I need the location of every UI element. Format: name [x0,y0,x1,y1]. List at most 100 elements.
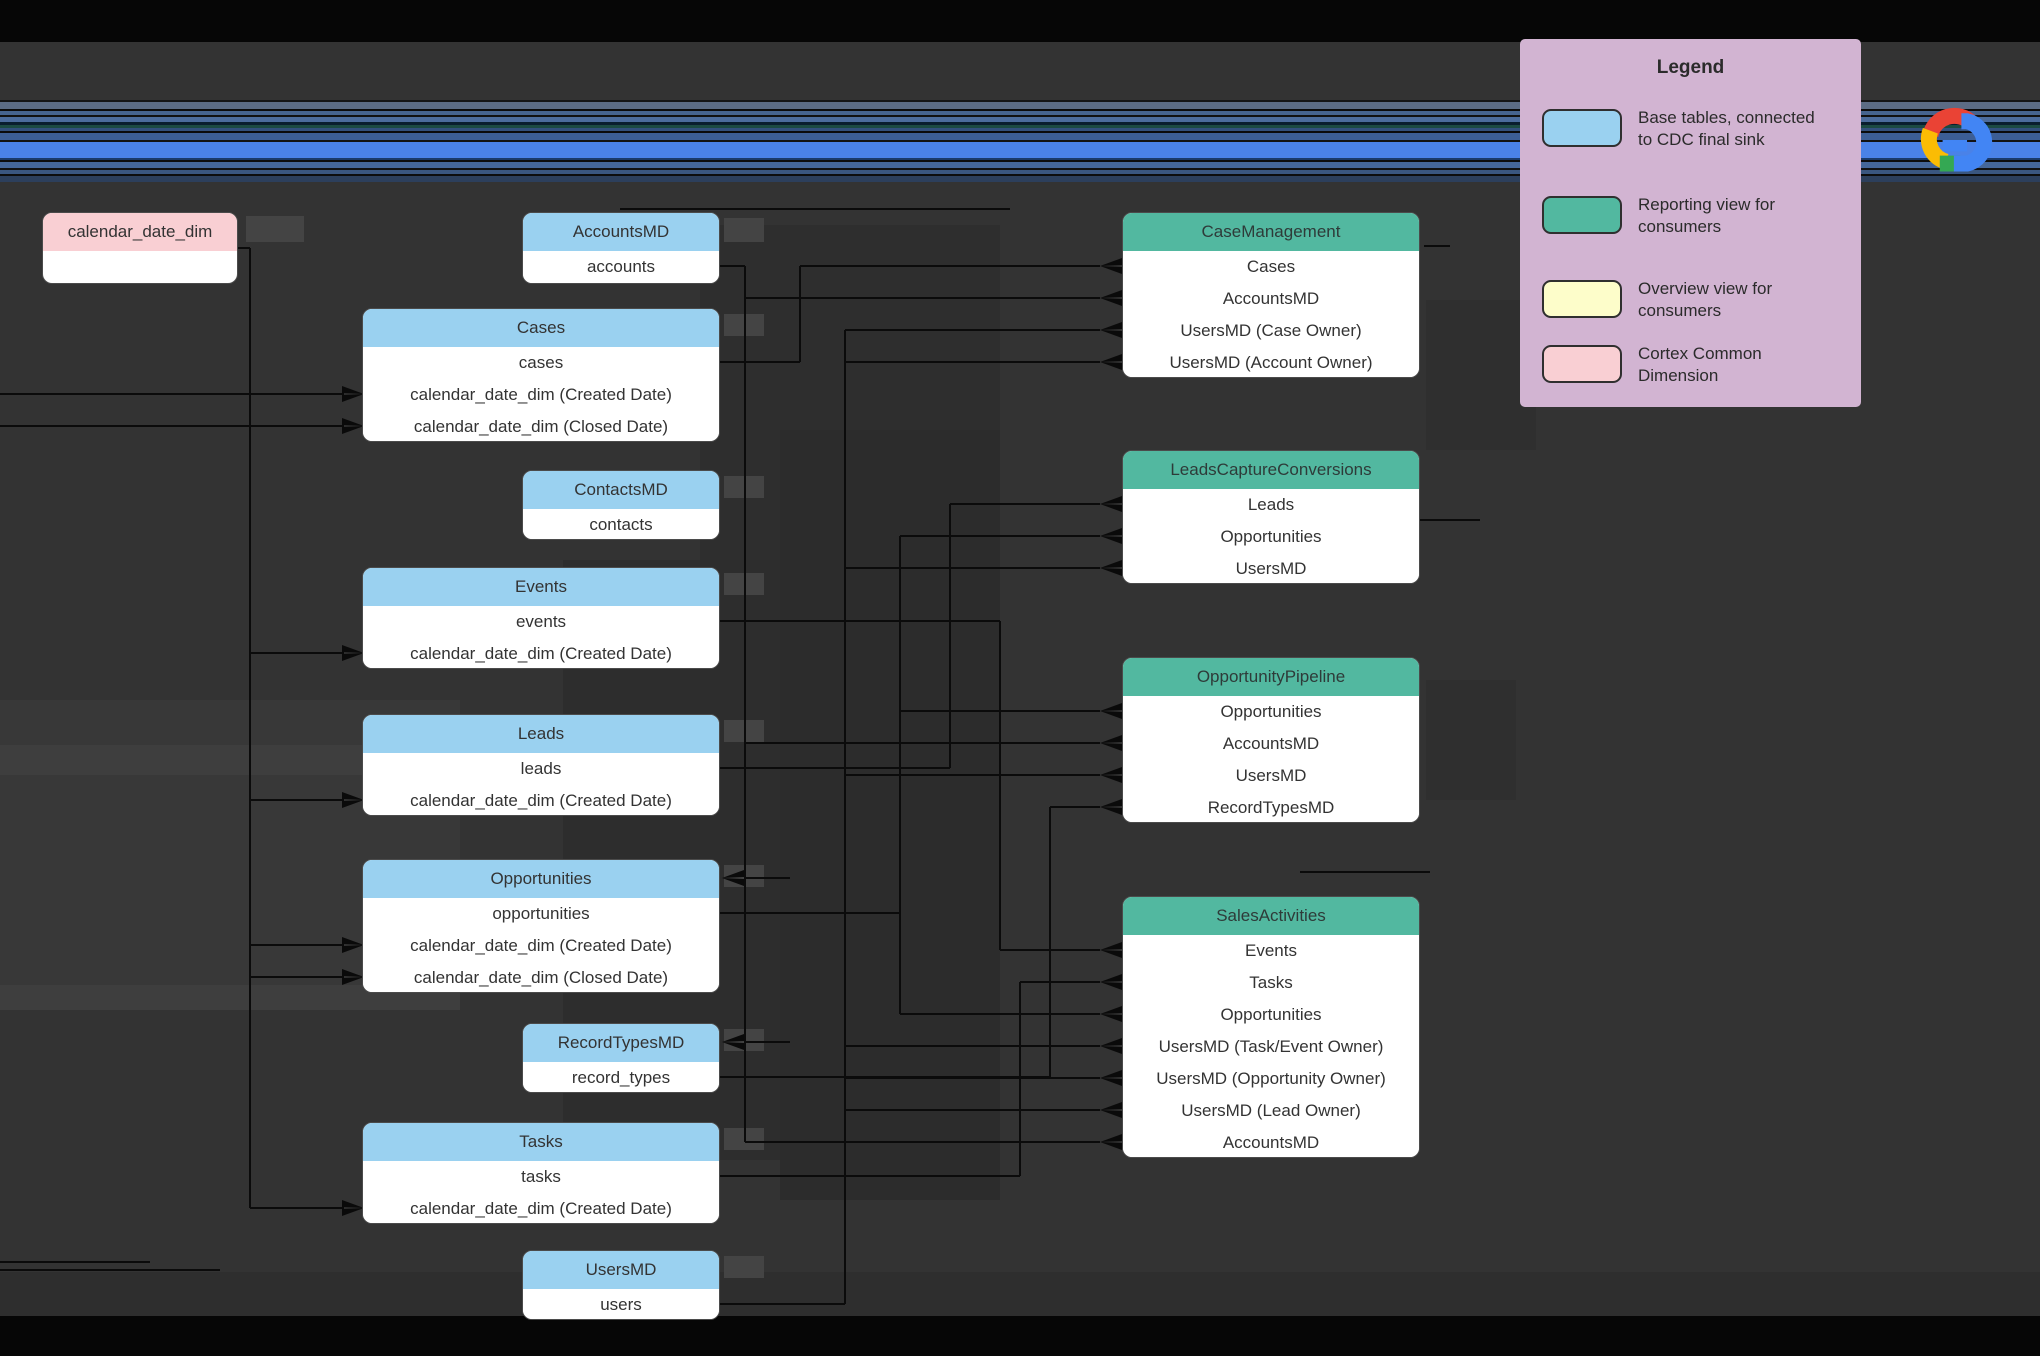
table-title: SalesActivities [1123,897,1419,935]
table-row: Opportunities [1123,696,1419,728]
table-row: RecordTypesMD [1123,792,1419,822]
connector-line [899,536,901,1014]
table-row: record_types [523,1062,719,1092]
connector-line [845,1109,1100,1111]
table-calendar_date_dim[interactable]: calendar_date_dim [42,212,238,284]
legend-title: Legend [1656,57,1725,78]
arrowhead-left-icon [1100,1006,1122,1022]
redaction-artifact [1426,300,1536,450]
connector-line [720,1076,1050,1078]
connector-line [845,1045,1100,1047]
table-row: AccountsMD [1123,283,1419,315]
connector-line [900,1013,1100,1015]
table-row: calendar_date_dim (Created Date) [363,930,719,962]
legend[interactable]: Legend Base tables, connected to CDC fin… [1520,39,1861,407]
connector-line [720,767,950,769]
connector-line [744,1041,790,1043]
legend-swatch-base [1542,109,1622,147]
arrowhead-right-icon [342,937,364,953]
table-row: calendar_date_dim (Created Date) [363,1193,719,1223]
table-title: Opportunities [363,860,719,898]
connector-line [720,1303,845,1305]
table-title: Tasks [363,1123,719,1161]
connector-line [745,1141,1100,1143]
table-row: AccountsMD [1123,1127,1419,1157]
connector-line [250,799,344,801]
table-row: AccountsMD [1123,728,1419,760]
table-title: Events [363,568,719,606]
connector-line [1049,807,1051,1077]
arrowhead-left-icon [1100,496,1122,512]
connector-line [845,774,1100,776]
connector-line [745,297,1100,299]
table-row: leads [363,753,719,785]
arrowhead-left-icon [1100,528,1122,544]
arrowhead-right-icon [342,1200,364,1216]
table-row: Cases [1123,251,1419,283]
connector-line [0,1261,150,1263]
arrowhead-right-icon [342,792,364,808]
arrowhead-left-icon [1100,322,1122,338]
table-title: LeadsCaptureConversions [1123,451,1419,489]
legend-swatch-view [1542,196,1622,234]
redaction-artifact [780,430,1000,1200]
table-title: UsersMD [523,1251,719,1289]
table-row: UsersMD [1123,553,1419,583]
table-row: UsersMD (Lead Owner) [1123,1095,1419,1127]
arrowhead-left-icon [1100,767,1122,783]
connector-line [250,944,344,946]
connector-line [250,976,344,978]
connector-line [0,393,344,395]
connector-line [799,266,801,362]
arrowhead-left-icon [1100,1102,1122,1118]
arrowhead-left-icon [1100,1070,1122,1086]
arrowhead-right-icon [342,969,364,985]
table-row: calendar_date_dim (Created Date) [363,785,719,815]
table-row: cases [363,347,719,379]
connector-line [1420,519,1480,521]
table-title: AccountsMD [523,213,719,251]
connector-line [999,621,1001,950]
redaction-artifact [724,1256,764,1278]
table-row: Opportunities [1123,521,1419,553]
redaction-artifact [1426,680,1516,800]
connector-line [949,504,951,768]
connector-line [950,503,1100,505]
legend-item-dim: Cortex Common Dimension [1520,344,1861,389]
table-title: Leads [363,715,719,753]
table-row: Events [1123,935,1419,967]
bottom-dark-band [0,1272,2040,1316]
connector-line [238,247,250,249]
legend-swatch-overview [1542,280,1622,318]
legend-label: Reporting view for consumers [1638,195,1776,236]
connector-line [1020,981,1100,983]
legend-label: Base tables, connected to CDC final sink [1638,108,1815,149]
google-cloud-logo [1905,100,1999,182]
connector-line [720,912,900,914]
legend-swatch-dim [1542,345,1622,383]
legend-item-view: Reporting view for consumers [1520,195,1861,240]
arrowhead-left-icon [1100,1134,1122,1150]
legend-item-overview: Overview view for consumers [1520,279,1861,324]
table-title: Cases [363,309,719,347]
table-row: calendar_date_dim (Created Date) [363,638,719,668]
table-row: Leads [1123,489,1419,521]
table-row: tasks [363,1161,719,1193]
table-row: calendar_date_dim (Created Date) [363,379,719,411]
table-title: CaseManagement [1123,213,1419,251]
table-row: events [363,606,719,638]
